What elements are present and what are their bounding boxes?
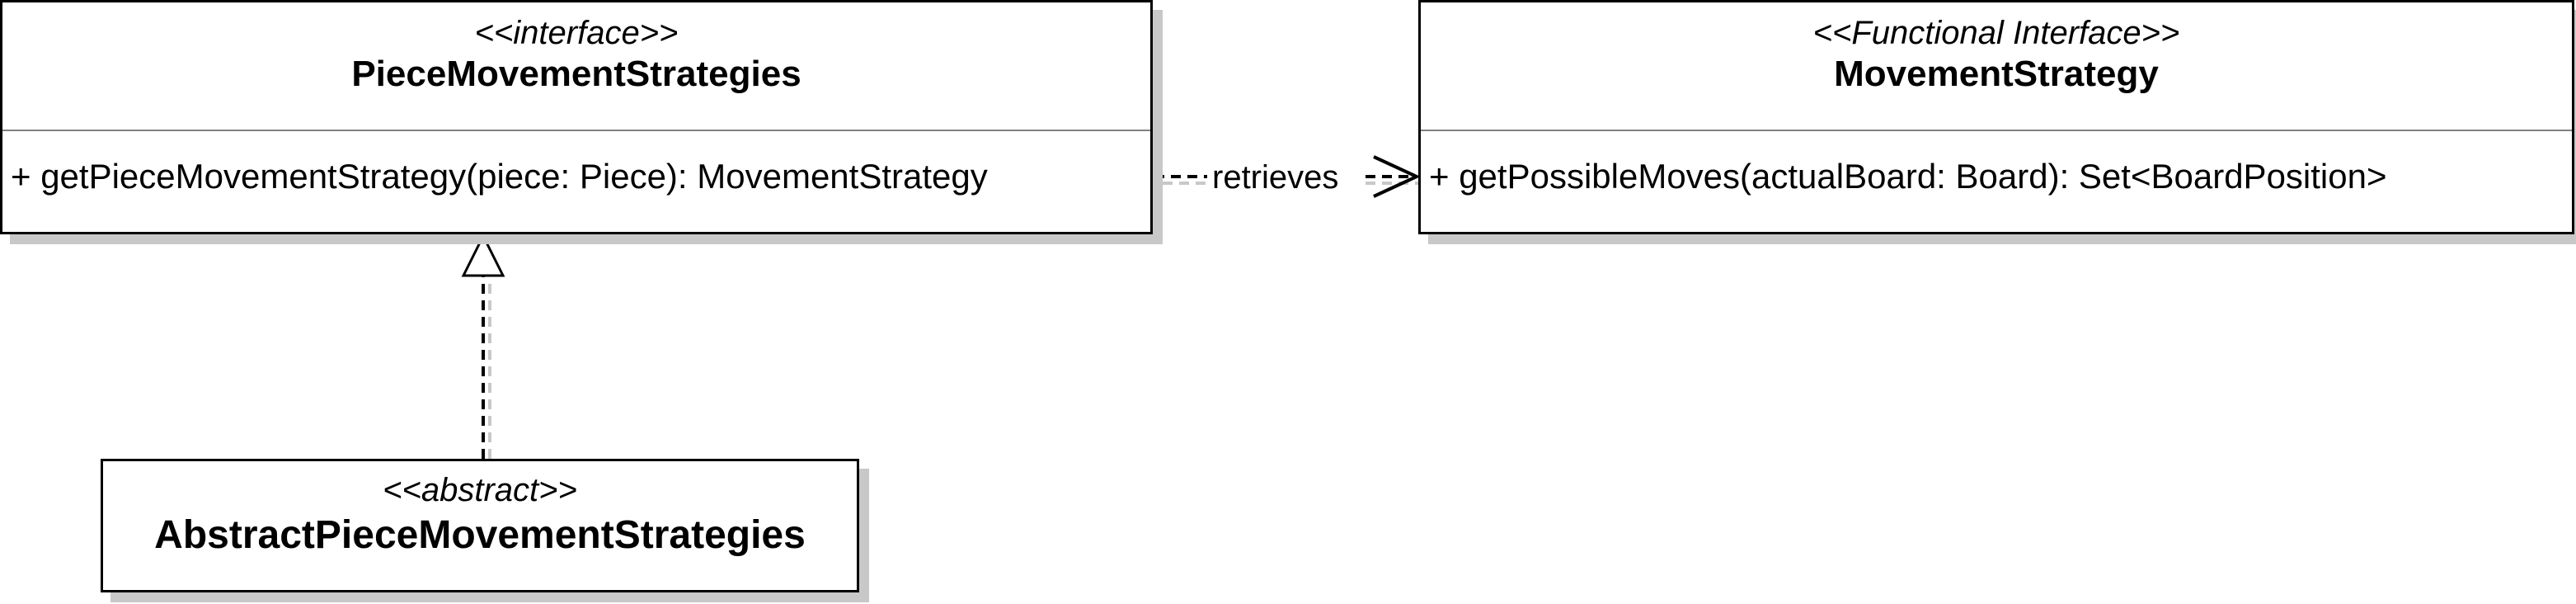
stereotype-label: <<abstract>>	[383, 472, 577, 508]
class-piece-movement-strategies[interactable]: <<interface>> PieceMovementStrategies + …	[0, 0, 1153, 234]
class-name: AbstractPieceMovementStrategies	[154, 513, 806, 557]
class-header: <<Functional Interface>> MovementStrateg…	[1421, 2, 2572, 130]
class-name: MovementStrategy	[1834, 54, 2159, 94]
stereotype-label: <<Functional Interface>>	[1812, 15, 2180, 51]
compartment-divider	[2, 130, 1150, 131]
dependency-arrowhead	[1373, 155, 1421, 198]
compartment-divider	[1421, 130, 2572, 131]
class-abstract-piece-movement-strategies[interactable]: <<abstract>> AbstractPieceMovementStrate…	[101, 459, 859, 592]
stereotype-label: <<interface>>	[474, 15, 679, 51]
realization-arrowhead	[461, 233, 505, 277]
class-header: <<abstract>> AbstractPieceMovementStrate…	[103, 461, 857, 562]
operation: + getPieceMovementStrategy(piece: Piece)…	[11, 157, 988, 196]
dependency-label: retrieves	[1212, 159, 1338, 196]
class-header: <<interface>> PieceMovementStrategies	[2, 2, 1150, 130]
class-movement-strategy[interactable]: <<Functional Interface>> MovementStrateg…	[1418, 0, 2574, 234]
class-name: PieceMovementStrategies	[351, 54, 801, 94]
operation: + getPossibleMoves(actualBoard: Board): …	[1429, 157, 2387, 196]
